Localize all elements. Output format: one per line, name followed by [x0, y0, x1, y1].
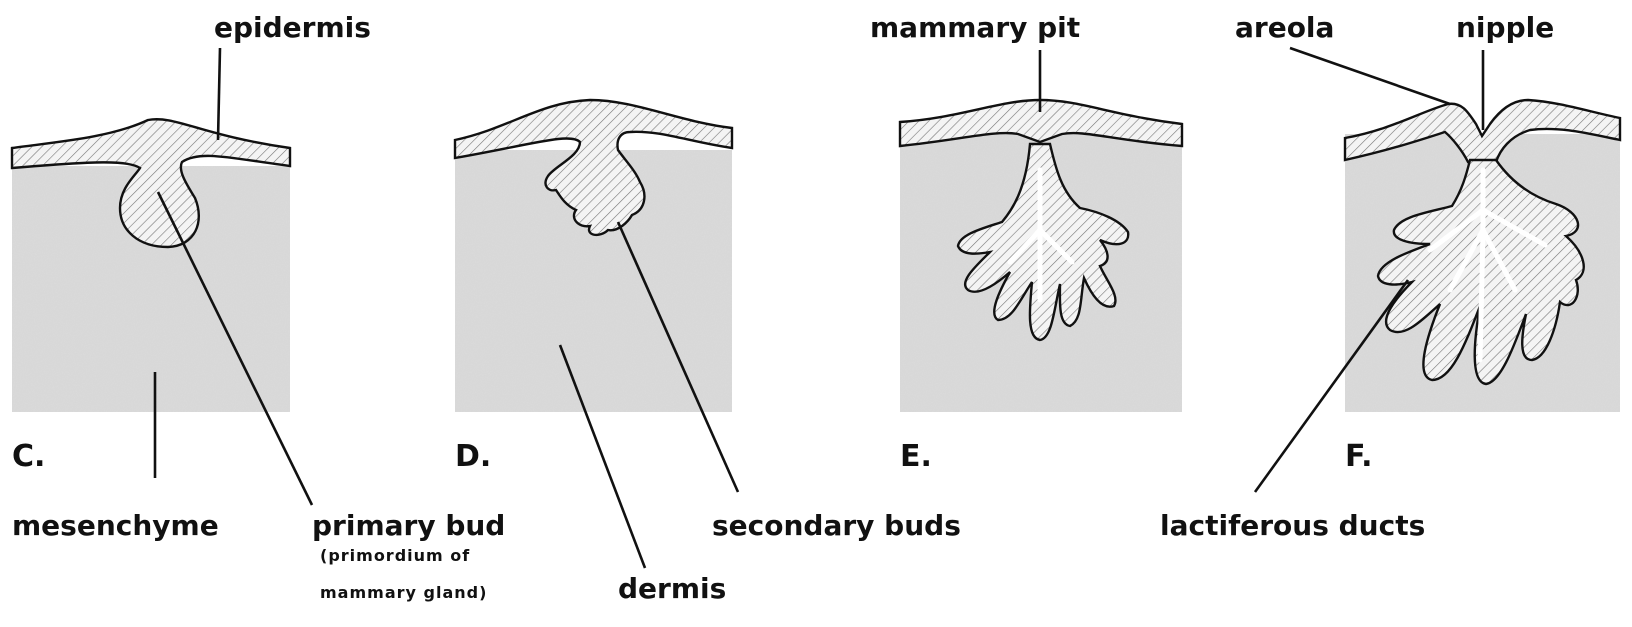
panel-d	[455, 100, 732, 412]
label-mesenchyme: mesenchyme	[12, 512, 219, 540]
panel-label-c: C.	[12, 442, 45, 472]
panel-label-f: F.	[1345, 442, 1372, 472]
label-epidermis: epidermis	[214, 14, 371, 42]
label-dermis: dermis	[618, 575, 726, 603]
label-areola: areola	[1235, 14, 1334, 42]
label-lactiferous-ducts: lactiferous ducts	[1160, 512, 1425, 540]
panel-label-e: E.	[900, 442, 932, 472]
panel-c	[12, 119, 290, 412]
label-secondary-buds: secondary buds	[712, 512, 961, 540]
label-primary-bud: primary bud	[312, 512, 505, 540]
leader-lines	[155, 48, 1483, 568]
label-mammary-pit: mammary pit	[870, 14, 1080, 42]
label-primary-bud-note-2: mammary gland)	[320, 585, 487, 601]
panel-f	[1345, 100, 1620, 412]
leader-epidermis	[218, 48, 220, 140]
label-primary-bud-note-1: (primordium of	[320, 548, 470, 564]
panel-e	[900, 100, 1182, 412]
label-nipple: nipple	[1456, 14, 1554, 42]
panel-label-d: D.	[455, 442, 491, 472]
leader-areola	[1290, 48, 1450, 104]
